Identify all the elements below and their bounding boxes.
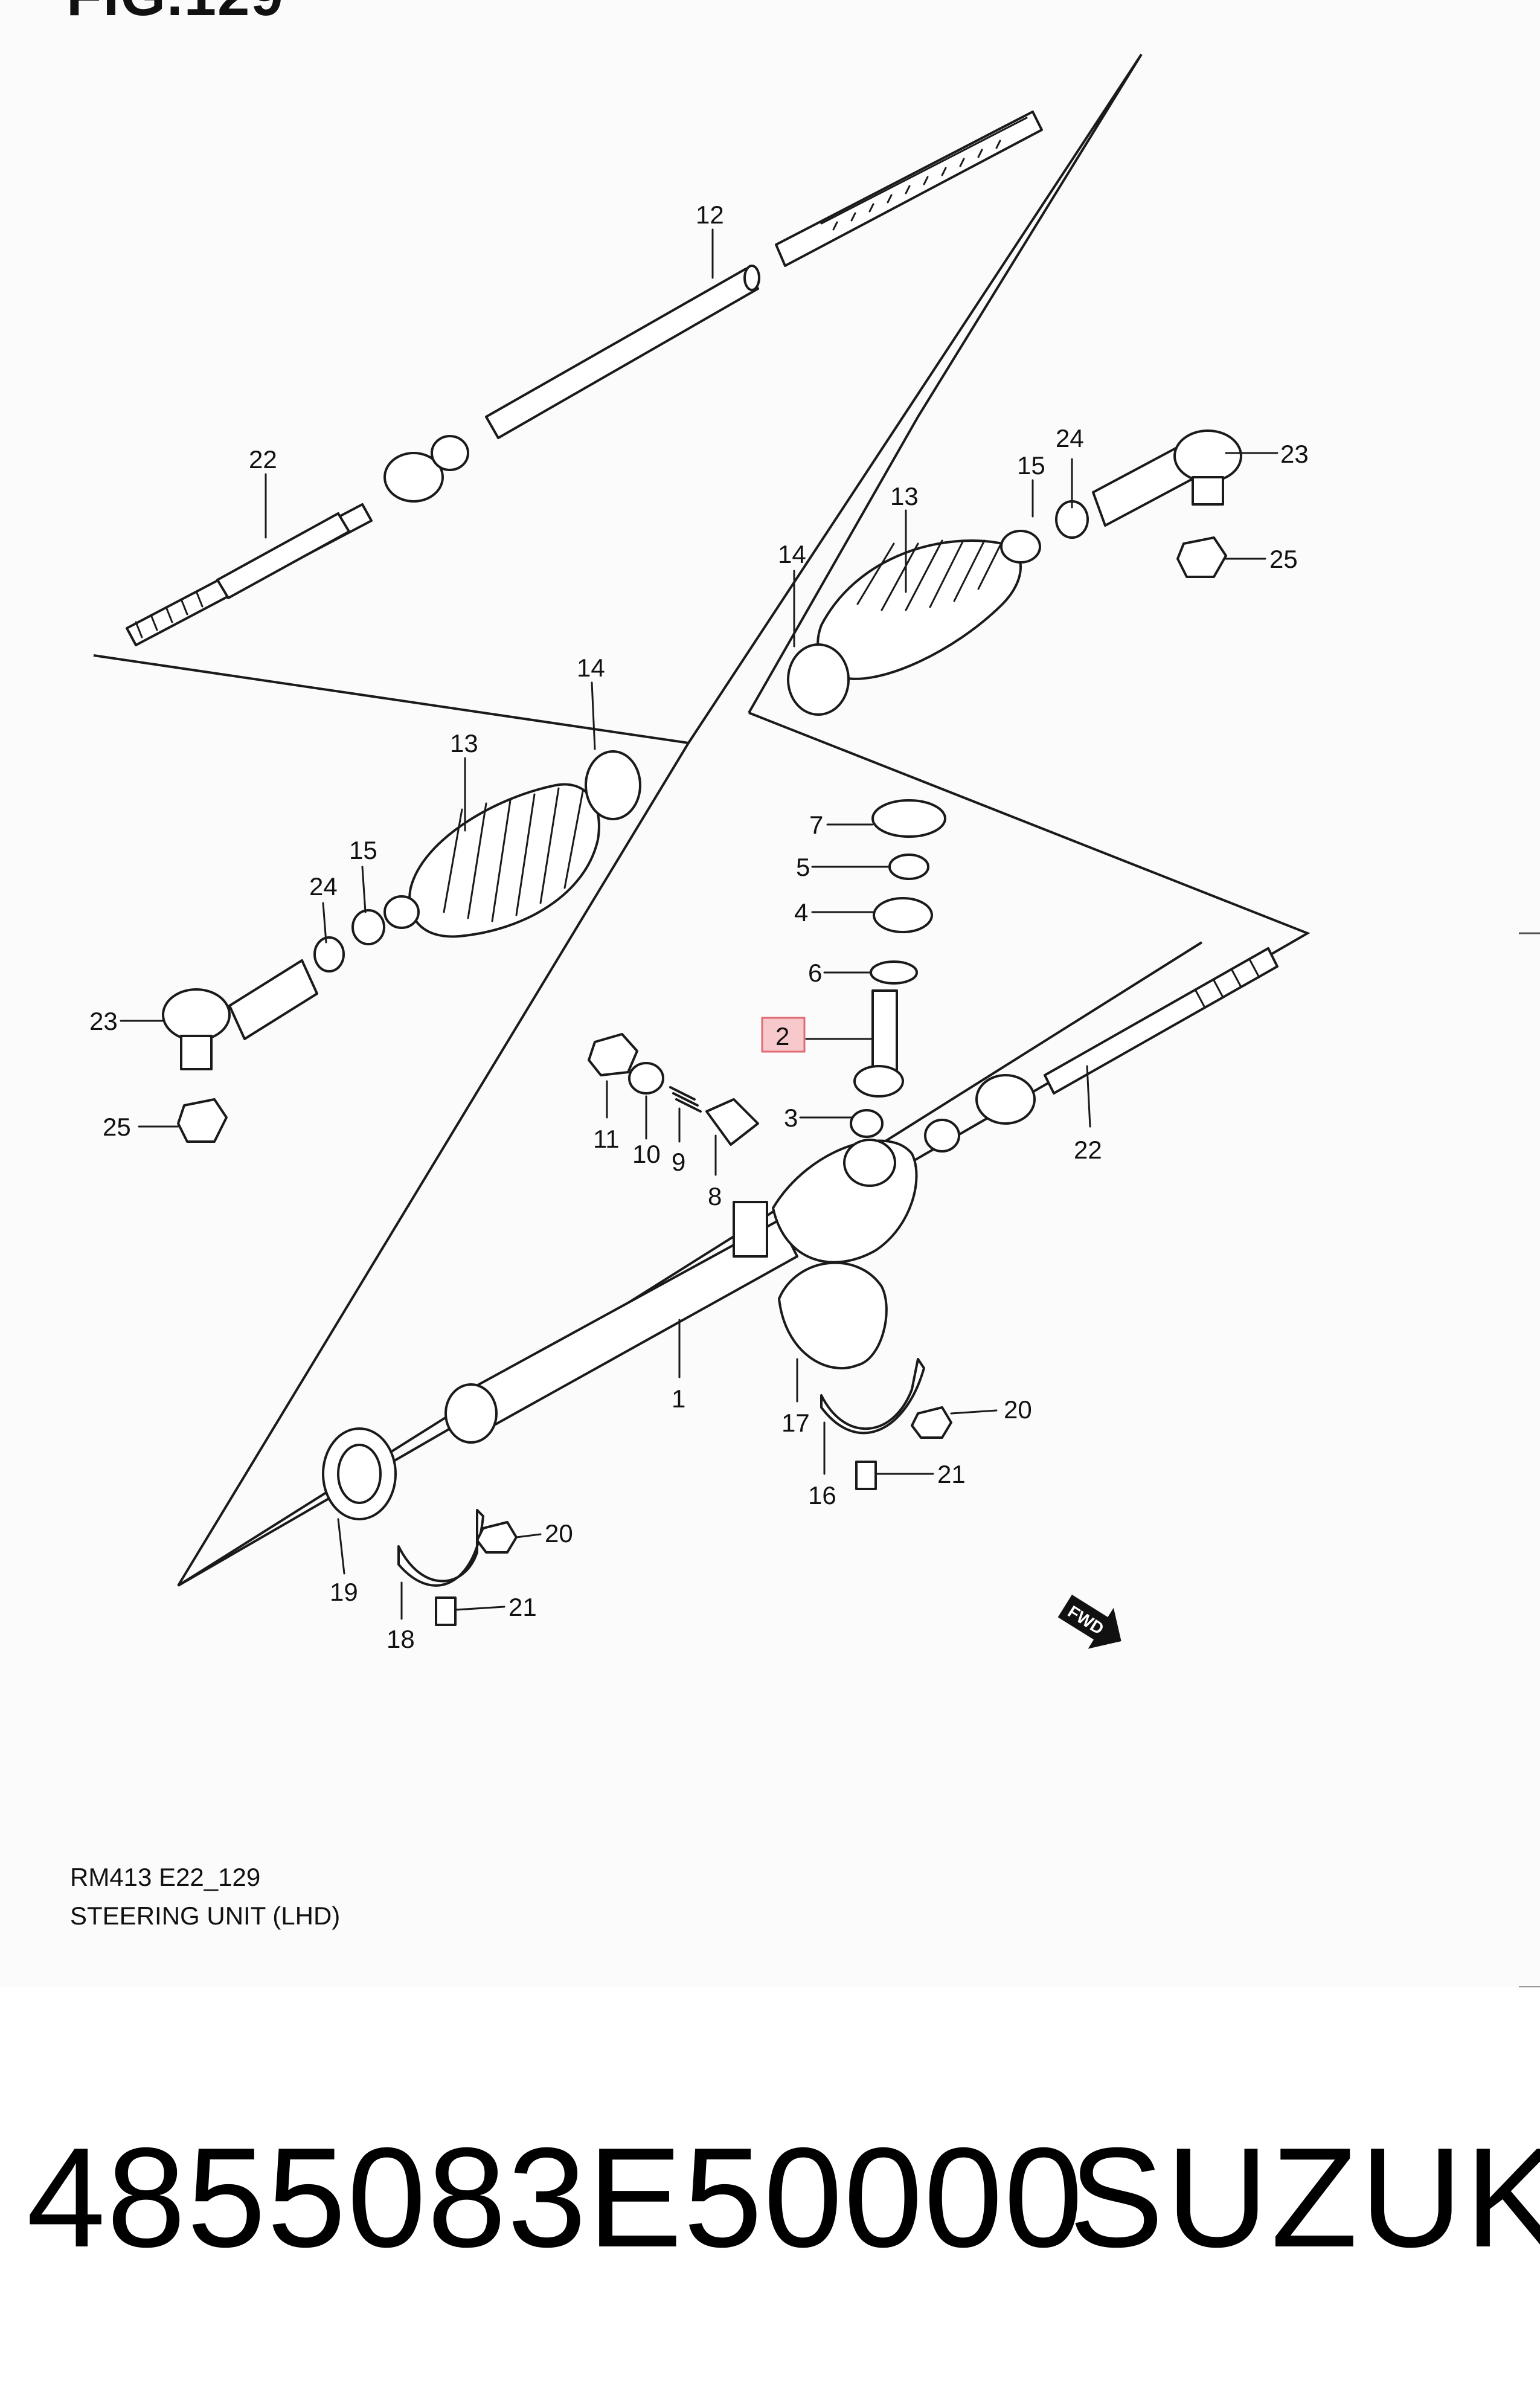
part-rack-guide-stack <box>588 1033 759 1146</box>
part-pinion-stack <box>850 799 946 1138</box>
explosion-frame <box>93 53 1311 1587</box>
part-mounting-hardware <box>322 1261 952 1626</box>
callout-14-clamp-upper: 14 <box>778 540 806 568</box>
upper-frame-line <box>93 53 1143 745</box>
callout-23-tie-rod-end-upper: 23 <box>1280 440 1309 468</box>
callout-6: 6 <box>808 959 822 987</box>
callout-1: 1 <box>672 1384 685 1413</box>
callout-22-tie-rod-lower: 22 <box>1074 1136 1102 1164</box>
part-number: 4855083E50000 <box>27 2118 1085 2277</box>
callout-7: 7 <box>809 811 823 839</box>
callout-23-tie-rod-end-lower: 23 <box>89 1007 118 1035</box>
part-tie-rod-upper <box>126 435 469 646</box>
callout-3: 3 <box>784 1104 798 1132</box>
highlight-box-callout-2 <box>761 1017 806 1053</box>
callout-17: 17 <box>781 1409 810 1437</box>
callout-22-tie-rod-upper: 22 <box>249 445 277 474</box>
callout-18: 18 <box>387 1625 415 1653</box>
footer-bar <box>0 1987 1540 2392</box>
part-tie-rod-lower <box>924 947 1279 1153</box>
callout-24-nut-lower: 24 <box>309 872 338 901</box>
callout-20-upper: 20 <box>1004 1395 1032 1424</box>
callout-19: 19 <box>330 1578 358 1606</box>
brand-name: SUZUKI <box>1069 2118 1540 2277</box>
callout-20-lower: 20 <box>545 1519 573 1548</box>
part-rack <box>485 111 1043 439</box>
callout-9: 9 <box>672 1148 685 1176</box>
callout-13-boot-upper: 13 <box>890 482 919 510</box>
figure-title: STEERING UNIT (LHD) <box>70 1902 341 1930</box>
callout-25-nut-lower: 25 <box>103 1113 131 1141</box>
callout-24-nut-upper: 24 <box>1056 424 1084 452</box>
callout-12-rack: 12 <box>696 201 724 229</box>
callout-4: 4 <box>794 898 808 927</box>
part-tie-rod-end-upper <box>1055 429 1242 578</box>
callout-labels: 12 22 13 14 15 24 23 25 14 13 15 24 23 2… <box>89 201 1309 1653</box>
part-boot-upper <box>787 530 1041 716</box>
exploded-view-drawing: FWD <box>89 53 1540 1987</box>
callout-10: 10 <box>632 1140 661 1168</box>
callout-5: 5 <box>796 853 810 881</box>
callout-25-nut-upper: 25 <box>1269 545 1298 573</box>
callout-11: 11 <box>593 1125 620 1153</box>
callout-2: 2 <box>775 1022 789 1050</box>
part-boot-lower <box>383 750 641 938</box>
part-gear-housing <box>444 1139 918 1444</box>
callout-8: 8 <box>708 1182 722 1210</box>
callout-15-clip-upper: 15 <box>1017 451 1045 480</box>
part-tie-rod-end-lower <box>162 909 385 1143</box>
callout-21-lower: 21 <box>509 1593 537 1621</box>
figure-code: RM413 E22_129 <box>70 1863 261 1891</box>
figure-heading: FIG.129 <box>66 0 284 29</box>
callout-16: 16 <box>808 1481 836 1509</box>
diagram-panel: FIG.129 <box>66 0 1540 1987</box>
callout-13-boot-lower: 13 <box>450 729 478 757</box>
leader-lines <box>120 228 1279 1620</box>
callout-15-clip-lower: 15 <box>349 836 377 864</box>
callout-21-upper: 21 <box>937 1460 966 1488</box>
callout-14-clamp-lower: 14 <box>577 654 605 682</box>
fwd-arrow-marker: FWD <box>1057 1595 1121 1649</box>
